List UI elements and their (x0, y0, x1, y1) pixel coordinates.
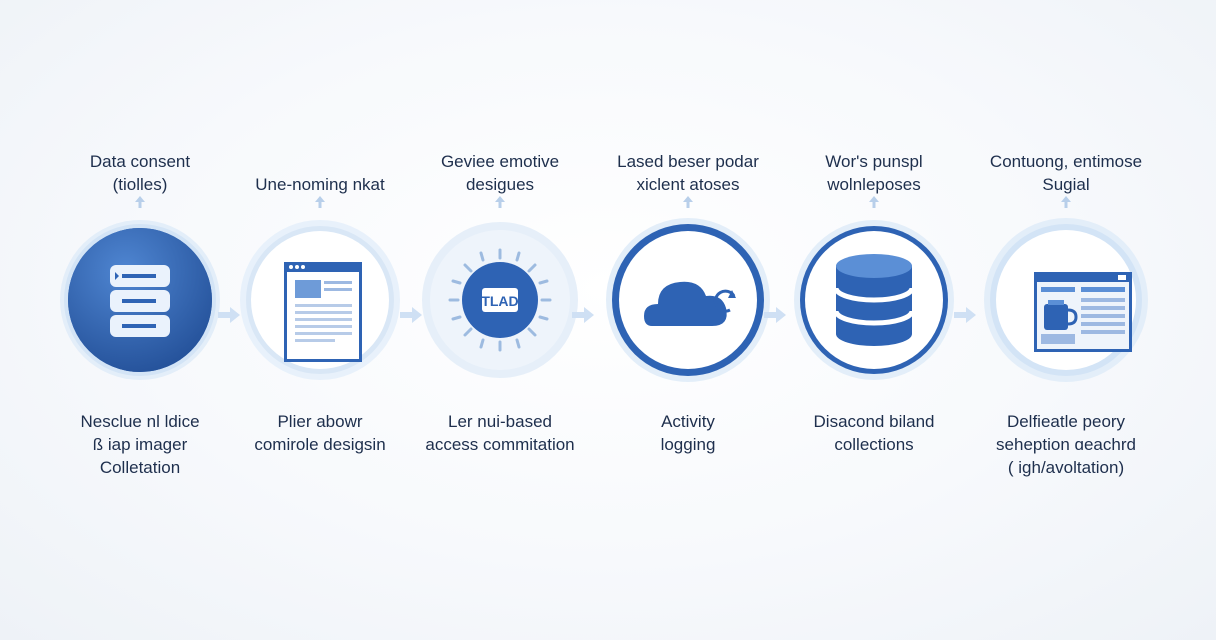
up-arrow-icon (135, 196, 145, 208)
step-1-top-label: Data consent (tiolles) (89, 152, 191, 194)
database-icon (794, 220, 954, 380)
step-2: Une-noming nkat Plier abowr comi (220, 0, 420, 640)
step-3-top-label: Geviee emotive desigues (440, 152, 560, 194)
step-4-bottom-label: Activity logging (660, 412, 716, 454)
step-4-top-label: Lased beser podar xiclent atoses (617, 152, 759, 194)
connector-arrow-icon (572, 307, 594, 323)
step-2-circle (240, 220, 400, 380)
up-arrow-icon (1061, 196, 1071, 208)
step-2-bottom-label: Plier abowr comirole desigsin (254, 412, 386, 454)
step-6-bottom-label: Delfieatle peory seheption ɑeachrd ( igh… (996, 412, 1136, 477)
connector-arrow-icon (218, 307, 240, 323)
step-1-bottom-label: Nesclue nl ldice ß iap imager Colletatio… (80, 412, 200, 477)
document-window-icon (240, 220, 400, 380)
up-arrow-icon (683, 196, 693, 208)
up-arrow-icon (315, 196, 325, 208)
step-4: Lased beser podar xiclent atoses Activit… (588, 0, 788, 640)
step-3-icon-text: TLAD (481, 293, 518, 309)
dashboard-window-icon (984, 218, 1148, 382)
step-3: Geviee emotive desigues (400, 0, 600, 640)
step-3-bottom-label: Ler nui-based access commitation (425, 412, 575, 454)
step-6-top-label: Contuong, entimose Sugial (989, 152, 1143, 194)
up-arrow-icon (869, 196, 879, 208)
cloud-sync-icon (606, 218, 770, 382)
connector-arrow-icon (764, 307, 786, 323)
connector-arrow-icon (954, 307, 976, 323)
step-1-circle (60, 220, 220, 380)
step-1: Data consent (tiolles) (40, 0, 240, 640)
step-3-circle: TLAD (420, 220, 580, 380)
step-6-circle (984, 218, 1148, 382)
step-5-circle (794, 220, 954, 380)
step-4-circle (606, 218, 770, 382)
connector-arrow-icon (400, 307, 422, 323)
step-5-bottom-label: Disacond biland collections (813, 412, 935, 454)
up-arrow-icon (495, 196, 505, 208)
step-5-top-label: Wor's punspl wolnleposes (825, 152, 923, 194)
badge-burst-icon: TLAD (422, 222, 578, 378)
step-5: Wor's punspl wolnleposes Disacond biland… (774, 0, 974, 640)
step-6: Contuong, entimose Sugial (966, 0, 1166, 640)
server-stack-icon (60, 220, 220, 380)
step-2-top-label: Une-noming nkat (255, 175, 385, 194)
